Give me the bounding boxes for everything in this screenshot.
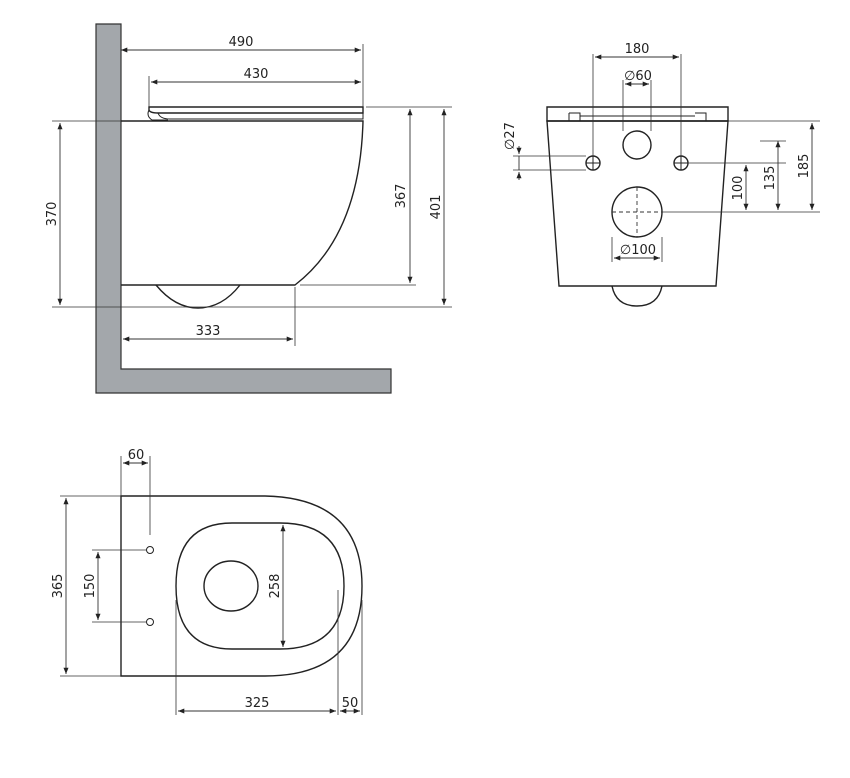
back-view: 180 ∅60 ∅27 100 135 185 ∅100	[503, 42, 820, 307]
dim-430: 430	[244, 67, 269, 82]
dim-367: 367	[394, 184, 409, 209]
dim-dia60: ∅60	[624, 69, 652, 84]
top-outline	[120, 495, 363, 677]
bowl-body	[121, 120, 364, 286]
dim-150: 150	[83, 574, 98, 599]
bowl-rim	[175, 522, 345, 650]
seat-ring	[157, 112, 364, 120]
inlet-hole	[622, 130, 652, 160]
fixing-hole-bottom	[146, 618, 154, 626]
seat-lid	[148, 106, 364, 114]
back-body	[546, 120, 729, 287]
dim-180: 180	[625, 42, 650, 57]
water-area	[203, 560, 259, 612]
dim-50: 50	[342, 696, 359, 711]
dim-top-60: 60	[128, 448, 145, 463]
dim-401: 401	[429, 195, 444, 220]
side-view: 490 430 370 367 401 333	[45, 23, 452, 394]
seat-plate	[546, 106, 729, 122]
dim-dia27: ∅27	[503, 122, 518, 150]
dim-258: 258	[268, 574, 283, 599]
top-view: 60 365 150 258 325 50	[51, 448, 363, 715]
dim-370: 370	[45, 202, 60, 227]
dim-333: 333	[196, 324, 221, 339]
fixing-hole-top	[146, 546, 154, 554]
dim-dia100: ∅100	[620, 243, 656, 258]
dim-100-vertical: 100	[731, 176, 746, 201]
bowl-foot	[155, 284, 241, 309]
seat-hinge-left	[568, 112, 581, 121]
wall	[95, 23, 392, 394]
seat-hinge-right	[695, 112, 707, 121]
dim-490: 490	[229, 35, 254, 50]
seat-hinge	[147, 109, 168, 121]
dim-185: 185	[797, 154, 812, 179]
dim-325: 325	[245, 696, 270, 711]
back-foot	[611, 285, 663, 307]
dim-135: 135	[763, 166, 778, 191]
dim-365: 365	[51, 574, 66, 599]
